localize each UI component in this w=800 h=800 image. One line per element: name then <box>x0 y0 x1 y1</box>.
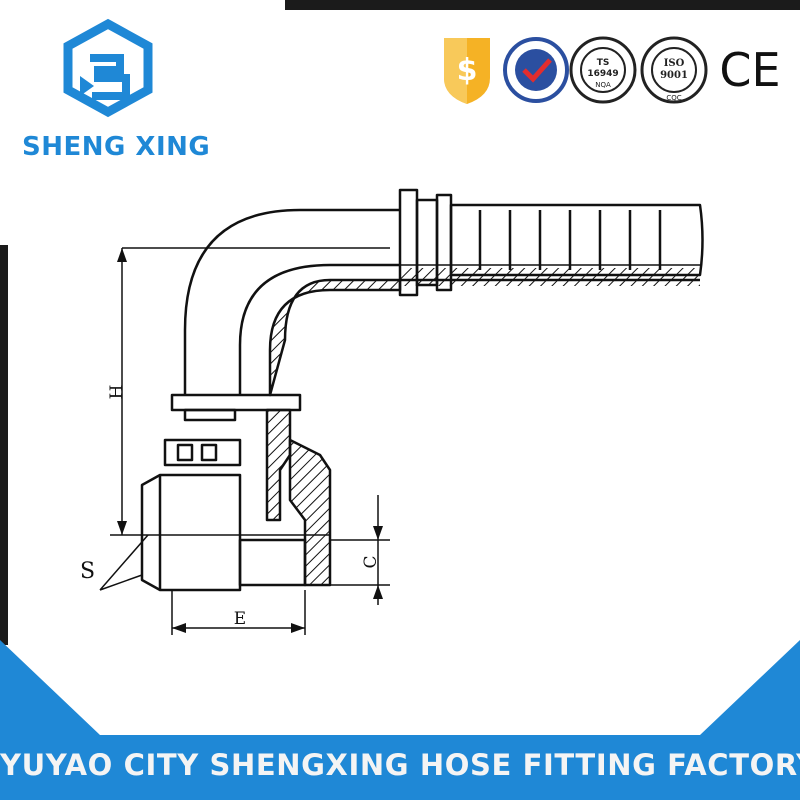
brand-name: SHENG XING <box>22 132 211 162</box>
dimension-e-label: E <box>234 609 246 629</box>
iso9001-seal-icon: ISO 9001 CQC <box>640 36 708 104</box>
dollar-glyph: $ <box>457 53 478 88</box>
svg-text:16949: 16949 <box>587 69 618 79</box>
svg-text:TS: TS <box>597 58 610 68</box>
dimension-h-label: H <box>107 385 127 400</box>
sx-hexagon-logo-icon <box>63 18 153 118</box>
frame-top-line <box>285 0 800 10</box>
supplier-assessment-seal-icon <box>503 37 569 103</box>
ce-mark-icon: CE <box>719 43 780 97</box>
hose-fitting-drawing: H S C E <box>80 188 704 635</box>
dimension-c-label: C <box>361 555 381 568</box>
svg-text:CQC: CQC <box>666 94 681 102</box>
certification-icons: $ TS 16949 NQA ISO 9001 CQC CE <box>444 36 781 104</box>
frame-left-line <box>0 245 8 645</box>
svg-text:ISO: ISO <box>664 58 685 69</box>
dimension-s-label: S <box>80 559 95 584</box>
footer-banner <box>0 640 800 800</box>
svg-text:CE: CE <box>719 43 780 97</box>
svg-text:NQA: NQA <box>595 81 611 89</box>
svg-text:9001: 9001 <box>660 70 688 81</box>
footer-factory-name: YUYAO CITY SHENGXING HOSE FITTING FACTOR… <box>0 748 800 782</box>
security-shield-dollar-icon: $ <box>444 38 490 104</box>
ts16949-seal-icon: TS 16949 NQA <box>569 36 637 104</box>
